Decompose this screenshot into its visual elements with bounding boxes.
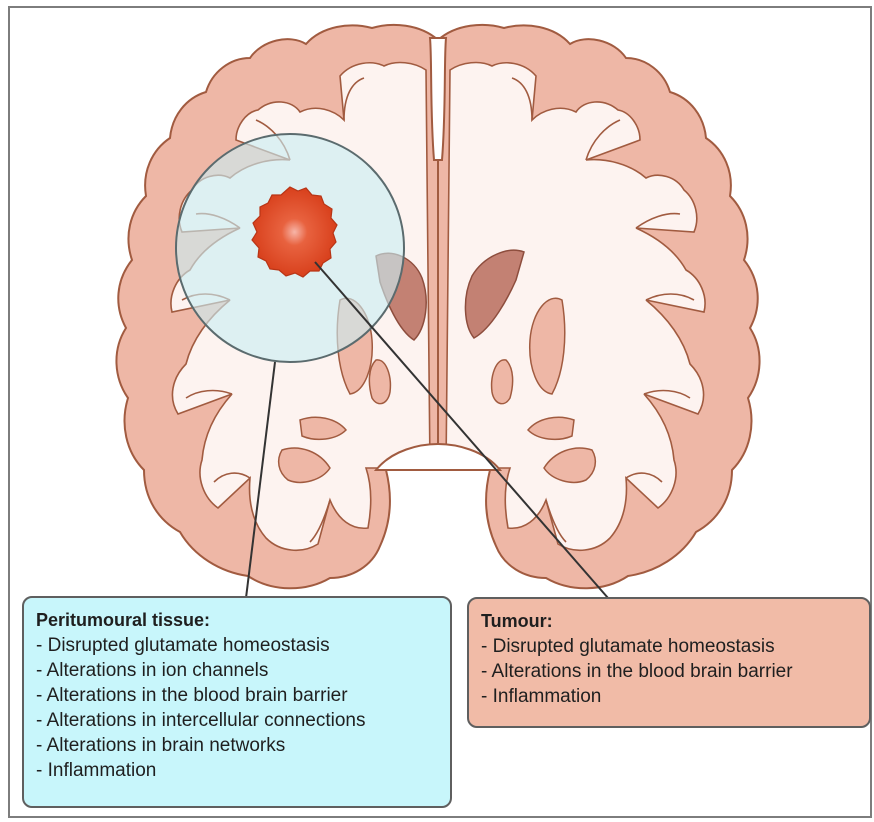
peritumoural-list: - Disrupted glutamate homeostasis - Alte… — [36, 633, 440, 783]
list-item: - Alterations in intercellular connectio… — [36, 708, 440, 733]
peritumoural-tissue-box: Peritumoural tissue: - Disrupted glutama… — [22, 596, 452, 808]
list-item: - Inflammation — [481, 684, 859, 709]
list-item: - Alterations in brain networks — [36, 733, 440, 758]
list-item: - Alterations in ion channels — [36, 658, 440, 683]
tumour-title: Tumour: — [481, 609, 859, 634]
list-item: - Inflammation — [36, 758, 440, 783]
tumour-box: Tumour: - Disrupted glutamate homeostasi… — [467, 597, 871, 728]
interhemispheric-fissure — [430, 38, 446, 160]
peritumoural-title: Peritumoural tissue: — [36, 608, 440, 633]
list-item: - Alterations in the blood brain barrier — [36, 683, 440, 708]
tumour-list: - Disrupted glutamate homeostasis - Alte… — [481, 634, 859, 709]
list-item: - Disrupted glutamate homeostasis — [481, 634, 859, 659]
list-item: - Disrupted glutamate homeostasis — [36, 633, 440, 658]
list-item: - Alterations in the blood brain barrier — [481, 659, 859, 684]
